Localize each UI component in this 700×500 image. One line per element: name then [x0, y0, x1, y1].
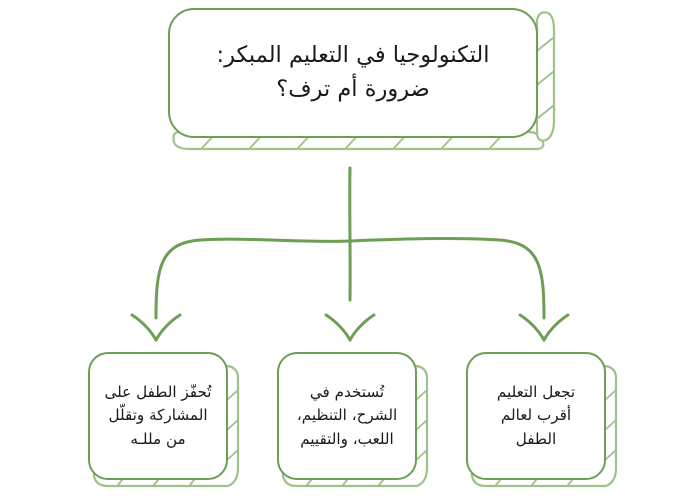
branch-node-center[interactable]: تُستخدم في الشرح، التنظيم، اللعب، والتقي…	[277, 352, 417, 480]
arrow-right	[518, 313, 570, 342]
arrow-left	[130, 313, 182, 342]
branch-node-right[interactable]: تجعل التعليم أقرب لعالم الطفل	[466, 352, 606, 480]
branch-node-left[interactable]: تُحفّز الطفل على المشاركة وتقلّل من مللـ…	[88, 352, 228, 480]
branch-node-left-text: تُحفّز الطفل على المشاركة وتقلّل من مللـ…	[104, 383, 212, 448]
arrow-center	[324, 313, 376, 342]
branch-node-center-text: تُستخدم في الشرح، التنظيم، اللعب، والتقي…	[296, 383, 398, 448]
title-node-text: التكنولوجيا في التعليم المبكر: ضرورة أم …	[216, 42, 490, 102]
branch-bus	[154, 236, 546, 320]
title-node[interactable]: التكنولوجيا في التعليم المبكر: ضرورة أم …	[168, 8, 538, 138]
branch-node-right-text: تجعل التعليم أقرب لعالم الطفل	[496, 383, 576, 448]
